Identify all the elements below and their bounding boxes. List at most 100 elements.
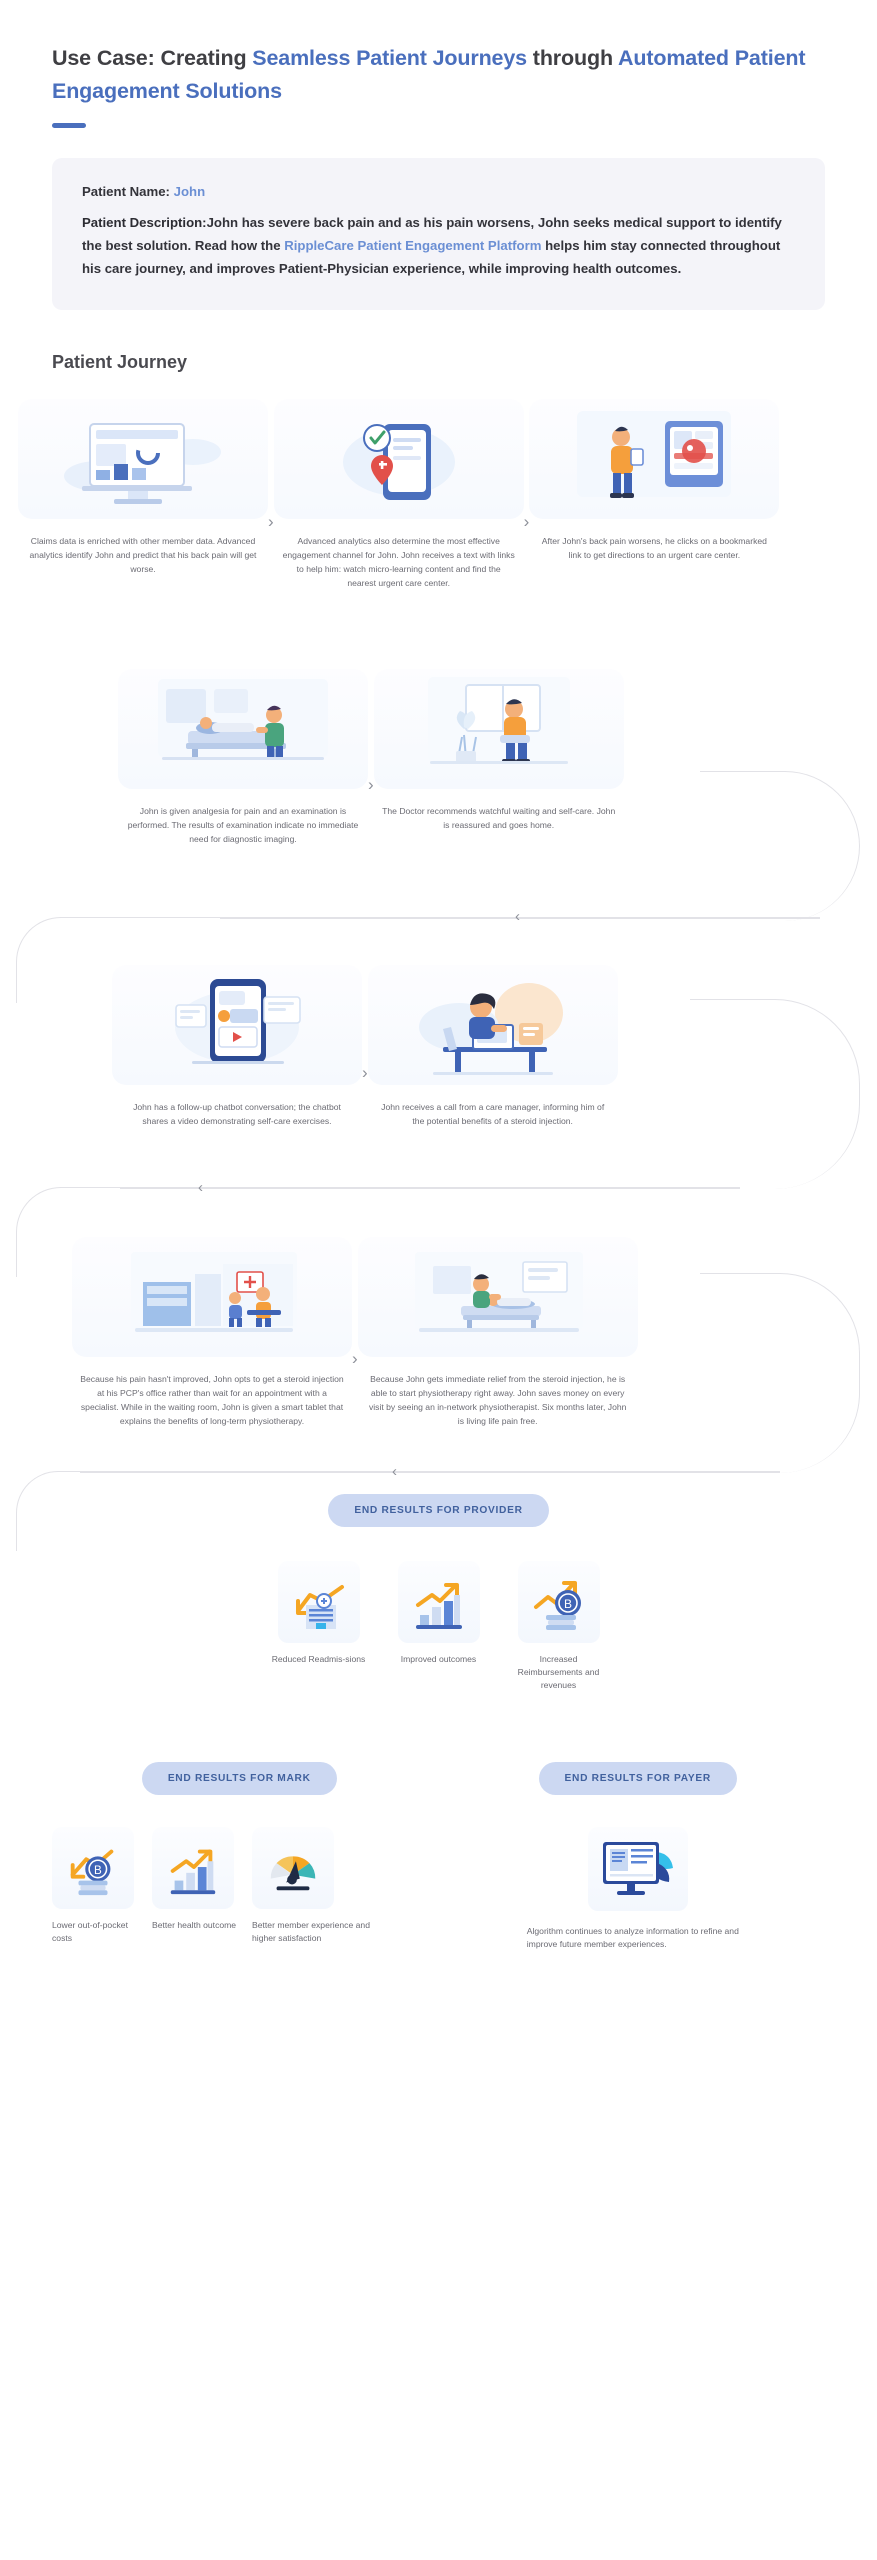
person-with-phone-map-icon — [577, 411, 732, 499]
journey-rail-chevron-3: ‹ — [392, 1463, 397, 1481]
mark-result-item-3: Better member experience and higher sati… — [252, 1827, 372, 1945]
coin-stack-up-icon: B — [533, 1581, 581, 1631]
journey-step-2-illustration — [273, 399, 524, 520]
journey-step-6-caption: John has a follow-up chatbot conversatio… — [133, 1101, 341, 1126]
mark-result-item-2: Better health outcome — [152, 1827, 238, 1945]
provider-result-2-caption: Improved outcomes — [400, 1654, 477, 1665]
payer-results-row: Algorithm continues to analyze informati… — [439, 1827, 838, 1951]
svg-text:B: B — [563, 1597, 571, 1611]
patient-card-wrap: Patient Name: John Patient Description:J… — [0, 158, 877, 311]
mark-result-2-icon-box — [152, 1827, 234, 1910]
journey-arrow-4-5: › — [368, 774, 374, 794]
physiotherapy-session-icon — [414, 1251, 583, 1332]
journey-arrow-1-2: › — [268, 511, 274, 531]
journey-rail-chevron-2: ‹ — [198, 1179, 203, 1197]
journey-rail-3-bottom — [80, 1471, 780, 1474]
journey-step-8-illustration — [72, 1236, 352, 1357]
payer-result-item-1: Algorithm continues to analyze informati… — [523, 1827, 753, 1951]
mark-result-3-caption: Better member experience and higher sati… — [252, 1920, 370, 1943]
journey-rail-1-right — [700, 771, 860, 922]
journey-step-8: Because his pain hasn't improved, John o… — [72, 1236, 352, 1429]
patient-description-label: Patient Description: — [82, 215, 207, 231]
journey-rail-1-bottom — [220, 917, 820, 920]
journey-rail-2-left-curve — [16, 1187, 126, 1278]
patient-name-row: Patient Name: John — [82, 184, 795, 199]
chatbot-phone-video-icon — [175, 978, 301, 1064]
patient-description-text-1: John has severe back pain and as his pai… — [82, 215, 782, 254]
patient-description: Patient Description:John has severe back… — [82, 212, 795, 280]
provider-result-item-3: B Increased Reimbursements and revenues — [510, 1561, 608, 1692]
journey-arrow-6-7: › — [362, 1063, 368, 1083]
pill-end-results-payer[interactable]: END RESULTS FOR PAYER — [538, 1762, 737, 1796]
title-underline-rule — [52, 123, 86, 129]
hospital-down-arrow-icon — [295, 1585, 344, 1630]
mark-result-1-icon-box: B — [52, 1827, 134, 1910]
bar-chart-up-icon — [415, 1583, 462, 1630]
coin-down-arrow-icon: B — [70, 1849, 114, 1896]
journey-step-9-caption: Because John gets immediate relief from … — [368, 1373, 627, 1426]
journey-step-1-caption: Claims data is enriched with other membe… — [29, 536, 257, 575]
journey-step-5-caption: The Doctor recommends watchful waiting a… — [382, 806, 616, 831]
mark-result-2-caption: Better health outcome — [152, 1920, 237, 1931]
provider-result-item-2: Improved outcomes — [390, 1561, 488, 1692]
provider-result-2-icon-box — [397, 1561, 480, 1644]
title-accent-seamless-patient-journeys: Seamless Patient Journeys — [252, 46, 527, 70]
journey-row-3: John has a follow-up chatbot conversatio… — [0, 964, 877, 1129]
payer-result-1-caption: Algorithm continues to analyze informati… — [526, 1926, 739, 1949]
provider-results-row: Reduced Readmis-sions Improved outcomes — [0, 1561, 877, 1692]
clinic-waiting-room-icon — [131, 1251, 297, 1332]
journey-step-4-illustration — [118, 669, 368, 790]
pill-end-results-mark[interactable]: END RESULTS FOR MARK — [141, 1762, 337, 1796]
provider-result-item-1: Reduced Readmis-sions — [270, 1561, 368, 1692]
journey-step-2-caption: Advanced analytics also determine the mo… — [282, 536, 515, 589]
mobile-location-pin-icon — [342, 424, 455, 501]
journey-step-2: Advanced analytics also determine the mo… — [273, 399, 524, 591]
journey-row-4: Because his pain hasn't improved, John o… — [0, 1236, 877, 1429]
journey-rail-2-bottom — [120, 1187, 740, 1190]
page-title: Use Case: Creating Seamless Patient Jour… — [52, 42, 825, 107]
provider-result-1-icon-box — [277, 1561, 360, 1644]
journey-step-5-illustration — [373, 669, 624, 790]
ripplecare-platform-link[interactable]: RippleCare Patient Engagement Platform — [284, 238, 542, 254]
journey-step-4-caption: John is given analgesia for pain and an … — [127, 806, 359, 844]
patient-info-card: Patient Name: John Patient Description:J… — [52, 158, 825, 311]
provider-result-3-caption: Increased Reimbursements and revenues — [517, 1654, 600, 1691]
mark-results-section: END RESULTS FOR MARK B — [40, 1762, 439, 1951]
mark-result-1-caption: Lower out-of-pocket costs — [52, 1920, 128, 1943]
patient-description-text-2: helps him stay connected throughout his … — [82, 238, 781, 276]
journey-step-7: John receives a call from a care manager… — [367, 964, 618, 1129]
journey-step-9-illustration — [357, 1236, 638, 1357]
dashboard-analytics-icon — [64, 423, 221, 505]
provider-result-3-icon-box: B — [517, 1561, 600, 1644]
svg-text:B: B — [94, 1864, 102, 1877]
journey-step-6: John has a follow-up chatbot conversatio… — [112, 964, 362, 1129]
patient-journey-flow: Claims data is enriched with other membe… — [0, 399, 877, 1552]
journey-step-3-illustration — [529, 399, 780, 520]
title-segment-1: Use Case: Creating — [52, 46, 253, 70]
patient-name-value: John — [173, 184, 206, 200]
journey-row-2: John is given analgesia for pain and an … — [0, 669, 877, 847]
gauge-meter-icon — [270, 1856, 316, 1891]
journey-step-1: Claims data is enriched with other membe… — [18, 399, 268, 577]
mark-result-3-icon-box — [252, 1827, 334, 1910]
journey-rail-chevron-1: ‹ — [515, 908, 520, 926]
journey-step-6-illustration — [112, 964, 362, 1085]
title-segment-2: through — [526, 46, 618, 70]
journey-arrow-2-3: › — [523, 511, 530, 531]
pill-end-results-provider[interactable]: END RESULTS FOR PROVIDER — [328, 1494, 549, 1528]
bar-chart-up-icon — [170, 1849, 216, 1895]
page-header: Use Case: Creating Seamless Patient Jour… — [0, 0, 877, 129]
person-seated-at-home-icon — [427, 677, 570, 765]
journey-row-1: Claims data is enriched with other membe… — [0, 399, 877, 591]
payer-results-section: END RESULTS FOR PAYER — [439, 1762, 838, 1951]
patient-name-label: Patient Name: — [82, 184, 170, 200]
monitor-report-icon — [602, 1842, 673, 1896]
provider-results-section: END RESULTS FOR PROVIDER — [0, 1494, 877, 1692]
journey-step-3: After John's back pain worsens, he click… — [529, 399, 780, 563]
journey-step-4: John is given analgesia for pain and an … — [118, 669, 368, 847]
journey-rail-1-left-curve — [16, 917, 226, 1004]
patient-on-exam-bed-icon — [158, 679, 328, 761]
journey-step-3-caption: After John's back pain worsens, he click… — [541, 536, 767, 561]
provider-result-1-caption: Reduced Readmis-sions — [271, 1654, 366, 1665]
journey-rail-3-left-curve — [16, 1471, 96, 1552]
